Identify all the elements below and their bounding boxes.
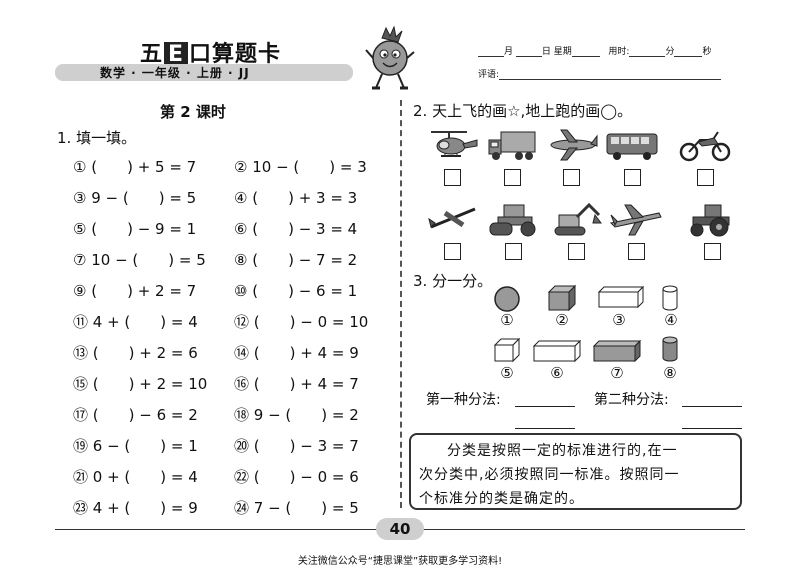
- comment-label: 评语:: [478, 70, 500, 80]
- equation-20: ⑳ ( ) − 3 = 7: [234, 437, 359, 455]
- equation-11: ⑪ 4 + ( ) = 4: [73, 313, 198, 331]
- time-sec-label: 秒: [702, 47, 712, 57]
- long-cuboid-icon: [597, 285, 645, 312]
- equation-12: ⑫ ( ) − 0 = 10: [234, 313, 369, 331]
- equation-24: ㉔ 7 − ( ) = 5: [234, 499, 359, 517]
- note-line-2: 次分类中,必须按照同一标准。按照同一: [419, 467, 680, 483]
- date-month-label: 月: [504, 47, 514, 57]
- equation-16: ⑯ ( ) + 4 = 7: [234, 375, 359, 393]
- subject-line: 数学 · 一年级 · 上册 · JJ: [100, 66, 250, 80]
- tractor-icon: [685, 200, 739, 238]
- date-day-label: 日: [541, 47, 551, 57]
- column-divider: [400, 100, 402, 508]
- equation-13: ⑬ ( ) + 2 = 6: [73, 344, 198, 362]
- equation-7: ⑦ 10 − ( ) = 5: [73, 251, 206, 269]
- question-1-title: 1. 填一填。: [57, 129, 137, 147]
- answer-box-motorcycle[interactable]: [697, 169, 714, 186]
- brand-pre: 五: [140, 42, 164, 67]
- note-line-1: 分类是按照一定的标准进行的,在一: [447, 443, 678, 459]
- equation-23: ㉓ 4 + ( ) = 9: [73, 499, 198, 517]
- shape-label-6: ⑥: [550, 364, 564, 382]
- answer-box-helicopter[interactable]: [444, 169, 461, 186]
- lesson-title: 第 2 课时: [160, 103, 226, 121]
- sphere-icon: [493, 285, 521, 317]
- equation-14: ⑭ ( ) + 4 = 9: [234, 344, 359, 362]
- shape-label-2: ②: [555, 311, 569, 329]
- excavator-icon: [549, 200, 603, 238]
- footer-notice: 关注微信公众号“捷思课堂”获取更多学习资料!: [297, 556, 503, 567]
- subject-bar: [55, 64, 353, 81]
- shape-label-4: ④: [664, 311, 678, 329]
- motorcycle-icon: [678, 126, 732, 164]
- method-2-label: 第二种分法:: [594, 392, 669, 408]
- equation-2: ② 10 − ( ) = 3: [234, 158, 367, 176]
- equation-6: ⑥ ( ) − 3 = 4: [234, 220, 358, 238]
- equation-17: ⑰ ( ) − 6 = 2: [73, 406, 198, 424]
- equation-3: ③ 9 − ( ) = 5: [73, 189, 197, 207]
- date-line: 月 日 星期 用时: 分 秒: [478, 44, 711, 57]
- equation-1: ① ( ) + 5 = 7: [73, 158, 197, 176]
- method-2-answer-line-a[interactable]: [682, 406, 742, 407]
- shape-label-3: ③: [612, 311, 626, 329]
- equation-22: ㉒ ( ) − 0 = 6: [234, 468, 359, 486]
- mascot-icon: [362, 25, 418, 96]
- helicopter-icon: [426, 126, 480, 164]
- brand-post: 口算题卡: [189, 42, 282, 67]
- road-roller-icon: [488, 200, 542, 238]
- answer-box-bus[interactable]: [624, 169, 641, 186]
- gray-cuboid-icon: [592, 339, 642, 366]
- equation-18: ⑱ 9 − ( ) = 2: [234, 406, 359, 424]
- note-line-3: 个标准分的类是确定的。: [419, 491, 584, 507]
- answer-box-tractor[interactable]: [704, 243, 721, 260]
- method-2-answer-line-b[interactable]: [682, 428, 742, 429]
- equation-8: ⑧ ( ) − 7 = 2: [234, 251, 358, 269]
- answer-box-road-roller[interactable]: [505, 243, 522, 260]
- airplane-icon: [546, 126, 600, 164]
- question-3-title: 3. 分一分。: [413, 272, 493, 290]
- jet-icon: [609, 200, 663, 238]
- answer-box-excavator[interactable]: [568, 243, 585, 260]
- gray-cylinder-icon: [661, 335, 679, 367]
- cube-icon: [547, 284, 577, 316]
- equation-21: ㉑ 0 + ( ) = 4: [73, 468, 198, 486]
- answer-box-truck[interactable]: [504, 169, 521, 186]
- page-number: 40: [376, 518, 424, 540]
- shape-label-8: ⑧: [663, 364, 677, 382]
- equation-4: ④ ( ) + 3 = 3: [234, 189, 358, 207]
- flat-cuboid-icon: [532, 339, 582, 366]
- method-1-label: 第一种分法:: [426, 392, 501, 408]
- method-1-answer-line-b[interactable]: [515, 428, 575, 429]
- answer-box-airplane[interactable]: [563, 169, 580, 186]
- date-weekday-label: 星期: [553, 47, 572, 57]
- method-1-answer-line-a[interactable]: [515, 406, 575, 407]
- time-label: 用时:: [608, 47, 630, 57]
- time-min-label: 分: [665, 47, 675, 57]
- answer-box-glider[interactable]: [444, 243, 461, 260]
- equation-5: ⑤ ( ) − 9 = 1: [73, 220, 197, 238]
- note-box: 分类是按照一定的标准进行的,在一 次分类中,必须按照同一标准。按照同一 个标准分…: [409, 433, 742, 510]
- shape-label-5: ⑤: [500, 364, 514, 382]
- equation-10: ⑩ ( ) − 6 = 1: [234, 282, 358, 300]
- comment-line: 评语:: [478, 67, 722, 80]
- bus-icon: [605, 126, 659, 164]
- shape-label-1: ①: [500, 311, 514, 329]
- answer-box-jet[interactable]: [628, 243, 645, 260]
- equation-9: ⑨ ( ) + 2 = 7: [73, 282, 197, 300]
- cylinder-icon: [661, 284, 679, 316]
- glider-icon: [426, 200, 480, 238]
- truck-icon: [486, 126, 540, 164]
- question-2-title: 2. 天上飞的画☆,地上跑的画◯。: [413, 102, 633, 120]
- brand-e-logo: E: [164, 42, 189, 67]
- shape-label-7: ⑦: [610, 364, 624, 382]
- equation-19: ⑲ 6 − ( ) = 1: [73, 437, 198, 455]
- small-cube-icon: [493, 337, 521, 367]
- equation-15: ⑮ ( ) + 2 = 10: [73, 375, 208, 393]
